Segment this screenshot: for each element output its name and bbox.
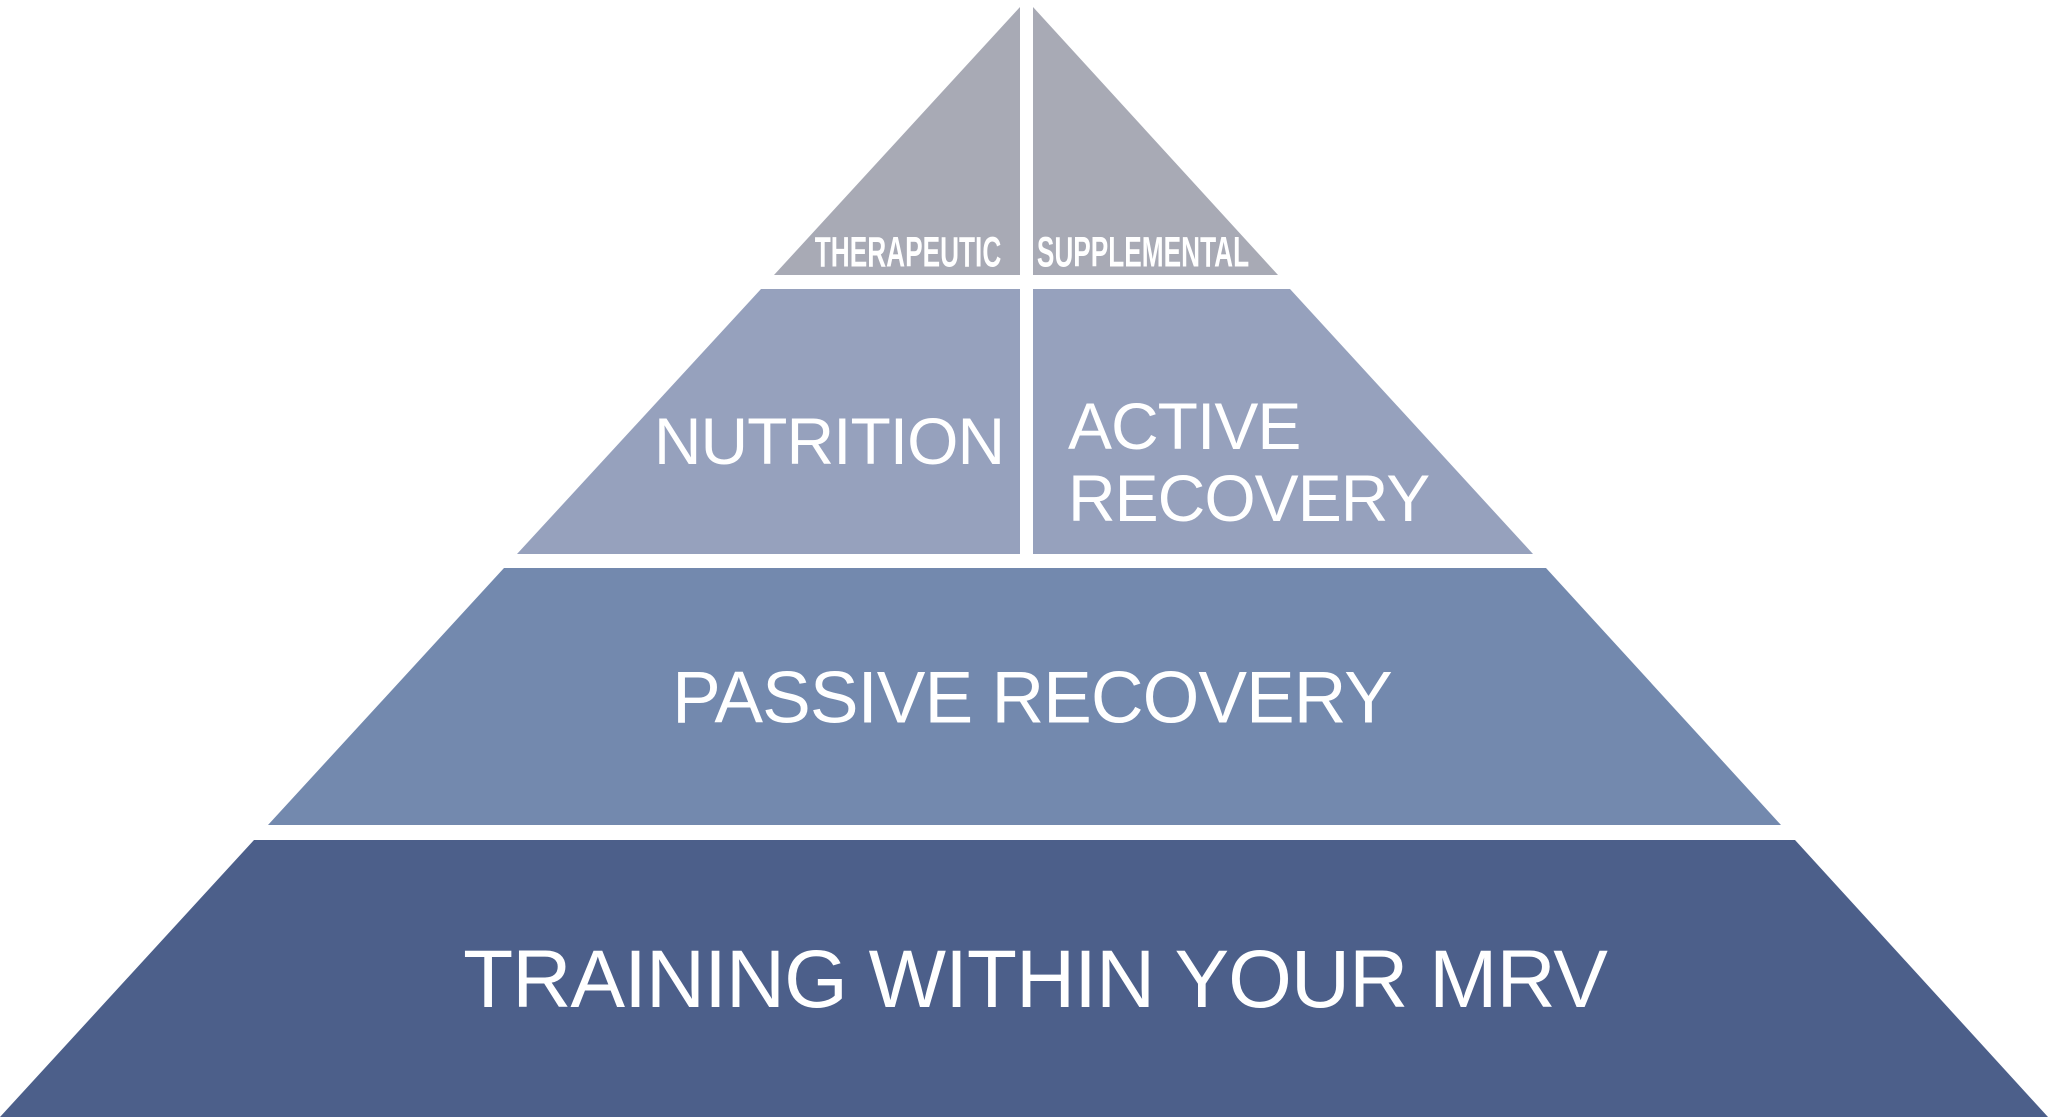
active-recovery-line2: RECOVERY: [1068, 461, 1430, 535]
supplemental-label: SUPPLEMENTAL: [1036, 228, 1250, 277]
passive-recovery-label: PASSIVE RECOVERY: [672, 657, 1393, 739]
tier2-left-trapezoid: [517, 289, 1020, 554]
training-mrv-label: TRAINING WITHIN YOUR MRV: [463, 934, 1608, 1025]
tier1-left-triangle: [774, 7, 1020, 275]
tier1-right-triangle: [1033, 7, 1278, 275]
active-recovery-label: ACTIVE RECOVERY: [1068, 389, 1430, 535]
tier4-trapezoid: [0, 840, 2048, 1117]
nutrition-label: NUTRITION: [653, 404, 1005, 478]
tier2-right-trapezoid: [1033, 289, 1533, 554]
active-recovery-line1: ACTIVE: [1068, 389, 1301, 463]
tier3-trapezoid: [268, 568, 1781, 825]
therapeutic-label: THERAPEUTIC: [814, 228, 1002, 277]
